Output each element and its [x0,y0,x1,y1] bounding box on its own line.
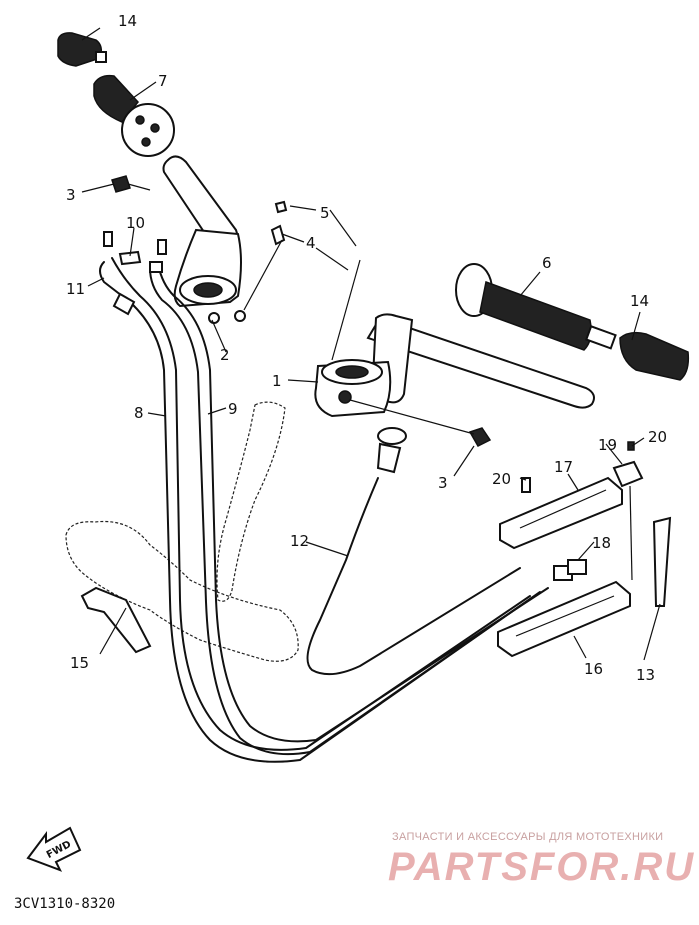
label-20-right: 20 [648,428,667,446]
part-15-bracket [80,586,152,654]
label-2: 2 [220,346,230,364]
part-13-cable-band [652,516,672,607]
part-14-bar-end-right [619,331,690,381]
watermark: ЗАПЧАСТИ И АКСЕССУАРЫ ДЛЯ МОТОТЕХНИКИ PA… [388,831,695,889]
leader-lines [81,27,661,661]
label-13: 13 [636,666,655,684]
label-5: 5 [320,204,330,222]
label-14-right: 14 [630,292,649,310]
part-16-cable-holder [497,580,631,658]
screw-3-right [349,399,492,447]
label-3-left: 3 [66,186,76,204]
label-4: 4 [306,234,316,252]
drawing-code: 3CV1310-8320 [14,896,115,912]
part-17-cable-holder [499,476,623,550]
part-18-blocks [553,559,587,581]
parts-19-20 [521,441,644,493]
watermark-caption: ЗАПЧАСТИ И АКСЕССУАРЫ ДЛЯ МОТОТЕХНИКИ [392,831,663,843]
label-11: 11 [66,280,85,298]
screws-left [111,175,288,311]
label-6: 6 [542,254,552,272]
label-14-top: 14 [118,12,137,30]
part-2-left-handlebar-holder [162,155,246,324]
cables-8-9 [99,257,549,763]
label-16: 16 [584,660,603,678]
part-14-bar-end-left [57,32,107,67]
watermark-logo: PARTSFOR.RU [388,845,695,889]
part-7-throttle-grip [93,74,175,157]
label-1: 1 [272,372,282,390]
part-number-labels: 14 7 3 10 11 2 5 4 1 6 14 8 9 3 12 17 20… [66,12,667,684]
label-7: 7 [158,72,168,90]
label-17: 17 [554,458,573,476]
part-1-right-handlebar [314,259,595,418]
parts-10-11 [103,231,167,273]
label-20-left: 20 [492,470,511,488]
part-6-right-grip [455,263,617,351]
fwd-arrow-icon: FWD [26,826,82,872]
label-19: 19 [598,436,617,454]
label-8: 8 [134,404,144,422]
background-silhouette [65,401,299,662]
label-12: 12 [290,532,309,550]
part-12-choke-cable [306,427,521,676]
label-15: 15 [70,654,89,672]
label-18: 18 [592,534,611,552]
label-3-right: 3 [438,474,448,492]
label-9: 9 [228,400,238,418]
label-10: 10 [126,214,145,232]
